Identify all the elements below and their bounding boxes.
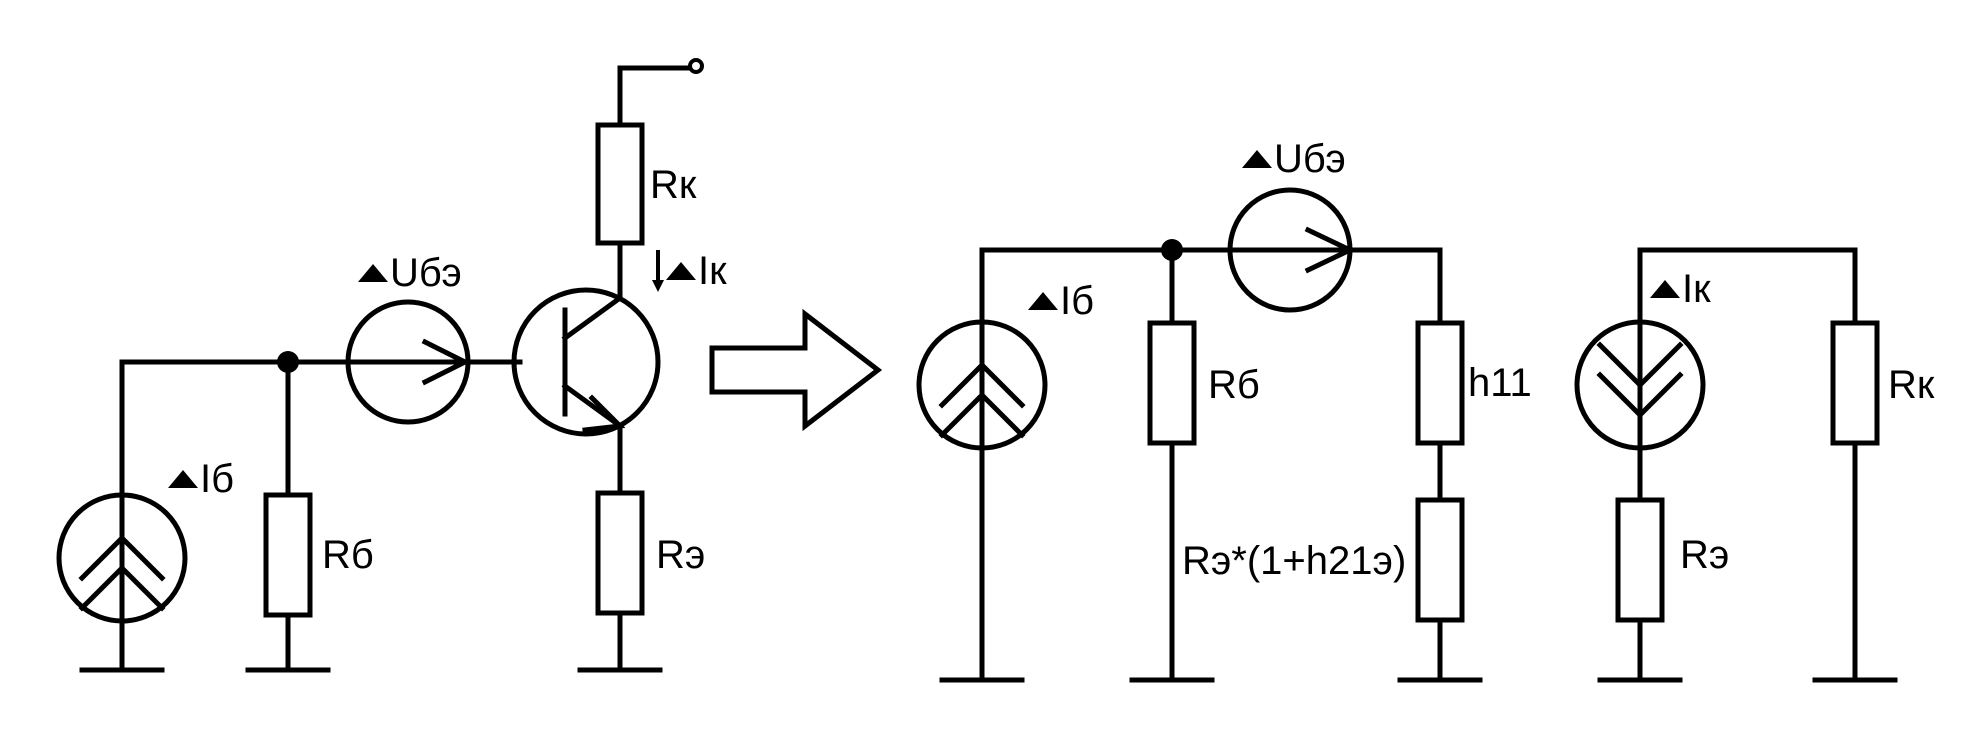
delta-icon [168, 470, 198, 488]
left-current-source-ib [56, 492, 188, 673]
right-re-h21-label: Rэ*(1+h21э) [1182, 539, 1406, 583]
right-circuit: Iб Rб Uбэ h11 Rэ*(1+h21э) [916, 137, 1935, 683]
right-current-source-ib [916, 319, 1048, 683]
svg-text:Iк: Iк [698, 249, 727, 293]
right-resistor-rb [1129, 320, 1215, 683]
right-input-wire [979, 247, 1443, 683]
right-resistor-re-h21 [1397, 497, 1483, 683]
left-ik-label: Iк [652, 249, 727, 293]
left-rb-label: Rб [322, 533, 374, 577]
svg-text:Uбэ: Uбэ [1274, 137, 1346, 181]
left-ube-label: Uбэ [358, 251, 462, 295]
delta-icon [358, 264, 388, 282]
delta-icon [1028, 292, 1058, 310]
left-junction-dot [277, 351, 299, 373]
left-transistor [511, 244, 661, 465]
svg-text:Iб: Iб [200, 457, 234, 501]
right-rk-label: Rк [1888, 363, 1935, 407]
right-rb-label: Rб [1208, 363, 1260, 407]
svg-text:Uбэ: Uбэ [390, 251, 462, 295]
right-ik-label: Iк [1650, 267, 1711, 311]
left-ib-label: Iб [168, 457, 234, 501]
right-re-label: Rэ [1680, 533, 1729, 577]
right-resistor-rk [1812, 320, 1898, 683]
right-resistor-re [1597, 497, 1683, 683]
right-voltage-source-ube [1227, 187, 1356, 313]
left-rk-label: Rк [650, 163, 697, 207]
left-voltage-source-ube [345, 299, 471, 425]
right-h11-label: h11 [1468, 361, 1532, 405]
right-ube-label: Uбэ [1242, 137, 1346, 181]
svg-text:Iб: Iб [1060, 279, 1094, 323]
transform-arrow-icon [709, 308, 883, 432]
svg-text:Iк: Iк [1682, 267, 1711, 311]
delta-icon [1650, 280, 1680, 298]
left-re-label: Rэ [656, 533, 705, 577]
right-ib-label: Iб [1028, 279, 1094, 323]
left-resistor-rb [245, 492, 331, 673]
right-junction-dot [1161, 239, 1183, 261]
left-circuit: Iб Rб Uбэ [56, 58, 727, 673]
delta-icon [1242, 150, 1272, 168]
delta-icon [666, 262, 696, 280]
left-resistor-rk [595, 58, 704, 250]
left-resistor-re [577, 459, 663, 673]
right-output-wire [1637, 247, 1858, 326]
